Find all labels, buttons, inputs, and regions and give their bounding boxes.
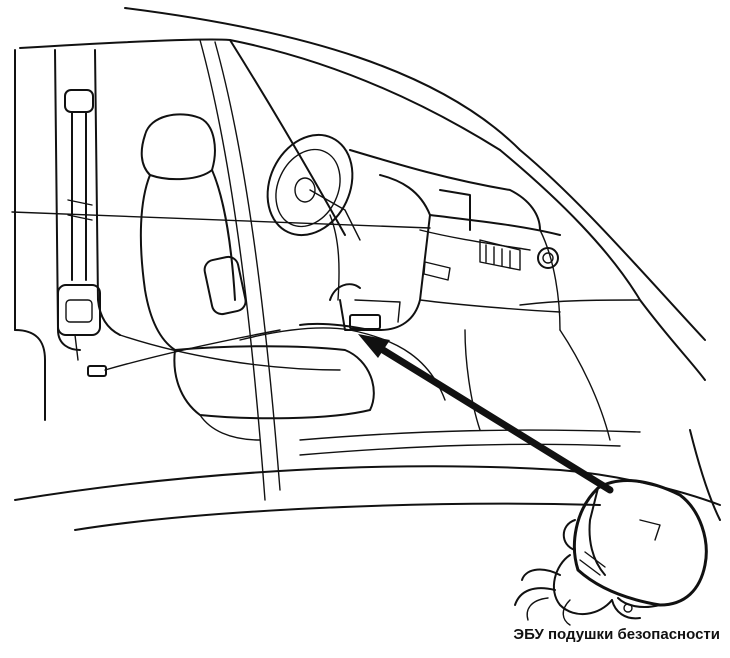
dashboard xyxy=(299,149,561,431)
steering-wheel xyxy=(266,133,361,301)
car-body-outline xyxy=(14,7,721,531)
ecu-caption: ЭБУ подушки безопасности xyxy=(513,626,720,643)
door-belt-line xyxy=(11,211,431,229)
ecu-location-arrow xyxy=(358,334,614,494)
floor-line-2 xyxy=(119,334,341,371)
b-pillar-seat-belt xyxy=(54,49,281,377)
driver-seat xyxy=(139,113,375,441)
floor-line xyxy=(239,327,446,401)
airbag-ecu-module xyxy=(514,479,708,626)
